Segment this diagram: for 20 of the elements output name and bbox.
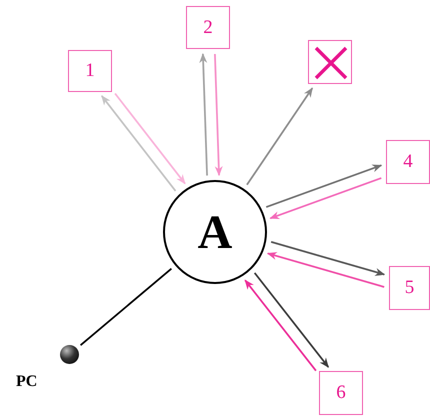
number-box: 1 [68, 50, 112, 92]
connector-line [80, 268, 172, 346]
arrow [114, 92, 186, 184]
number-box: 4 [386, 140, 430, 184]
arrow [199, 53, 208, 176]
number-box: 5 [389, 266, 430, 310]
arrow [266, 164, 382, 208]
node-caption: PC [16, 373, 38, 391]
hub-circle: A [163, 180, 267, 284]
number-box: 6 [319, 371, 363, 415]
arrow [214, 54, 223, 176]
arrow [266, 252, 384, 288]
sphere-node [60, 345, 79, 364]
number-box: 2 [186, 6, 230, 49]
arrow [254, 272, 330, 368]
arrow [269, 177, 382, 220]
arrow [101, 95, 176, 192]
arrow [246, 87, 314, 186]
arrow [244, 280, 317, 372]
arrow [270, 241, 386, 276]
